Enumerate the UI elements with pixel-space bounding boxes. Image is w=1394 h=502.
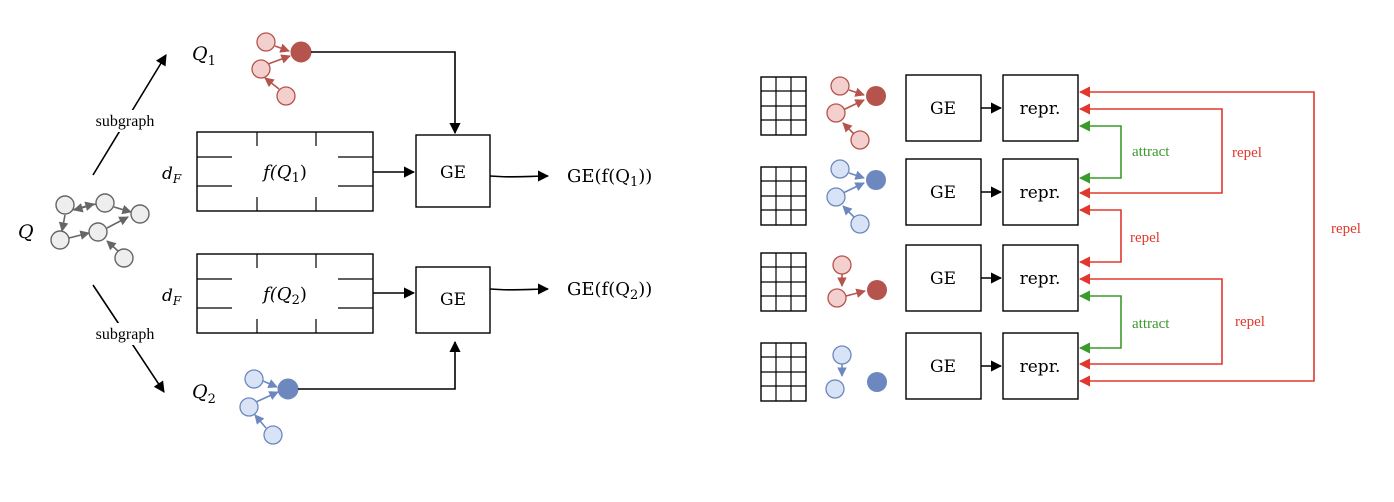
pipeline-row: GE repr. bbox=[905, 158, 1079, 226]
right-panel: GE repr. GE repr. GE repr. GE repr. bbox=[760, 74, 1361, 402]
pipeline-row: GE repr. bbox=[905, 244, 1079, 312]
attract-label-2: attract bbox=[1132, 316, 1170, 332]
attract-connector-2 bbox=[1078, 290, 1122, 354]
f-q2-label: f(Q2) bbox=[261, 284, 307, 308]
ge-label: GE bbox=[930, 183, 956, 203]
table-grid-icon bbox=[760, 252, 807, 312]
graph-node bbox=[114, 248, 134, 268]
graph-node bbox=[95, 193, 115, 213]
query-graph bbox=[50, 193, 150, 268]
graph-blue-1 bbox=[826, 159, 886, 234]
subgraph-label-top: subgraph bbox=[96, 113, 155, 130]
graph-node bbox=[50, 230, 70, 250]
ge-box-top bbox=[415, 134, 491, 208]
query-label: Q bbox=[18, 221, 34, 243]
q2-label: Q2 bbox=[192, 381, 216, 407]
graph-red-2 bbox=[827, 255, 887, 308]
f-q1-label: f(Q1) bbox=[261, 162, 307, 186]
ge-label: GE bbox=[930, 357, 956, 377]
attract-label-1: attract bbox=[1132, 144, 1170, 160]
q1-to-ge-arrow bbox=[311, 51, 461, 135]
left-panel: Q subgraph subgraph Q1 Q2 bbox=[18, 32, 652, 445]
repel-label-outer: repel bbox=[1331, 221, 1361, 237]
q1-graph bbox=[251, 32, 312, 106]
df-label-bottom: dF bbox=[162, 286, 182, 308]
feature-table-bottom: f(Q2) bbox=[196, 253, 374, 334]
table-grid-icon bbox=[760, 76, 807, 136]
feature-table-top: f(Q1) bbox=[196, 131, 374, 212]
subgraph-label-bottom: subgraph bbox=[96, 326, 155, 343]
ge-to-output-arrow-top bbox=[489, 170, 550, 182]
output-label-bottom: GE(f(Q2)) bbox=[567, 279, 652, 303]
graph-node bbox=[55, 195, 75, 215]
ge-label: GE bbox=[930, 269, 956, 289]
ge-label-bottom: GE bbox=[440, 290, 466, 310]
q1-label: Q1 bbox=[192, 43, 216, 69]
repr-label: repr. bbox=[1020, 183, 1061, 203]
repel-connector-2 bbox=[1078, 204, 1122, 268]
attract-connector-1 bbox=[1078, 120, 1122, 184]
ge-label: GE bbox=[930, 99, 956, 119]
q2-to-ge-arrow bbox=[298, 340, 461, 390]
graph-blue-2 bbox=[825, 345, 887, 399]
graph-node bbox=[130, 204, 150, 224]
repel-connector-outer bbox=[1078, 86, 1315, 387]
pipeline-row: GE repr. bbox=[905, 74, 1079, 142]
repel-connector-3 bbox=[1078, 273, 1223, 370]
output-label-top: GE(f(Q1)) bbox=[567, 166, 652, 190]
q2-graph bbox=[239, 369, 299, 445]
repr-label: repr. bbox=[1020, 269, 1061, 289]
table-grid-icon bbox=[760, 342, 807, 402]
ge-to-output-arrow-bottom bbox=[489, 283, 550, 295]
repr-label: repr. bbox=[1020, 357, 1061, 377]
table-grid-icon bbox=[760, 166, 807, 226]
repel-label-1: repel bbox=[1232, 145, 1262, 161]
repel-connector-1 bbox=[1078, 103, 1223, 199]
graph-node bbox=[88, 222, 108, 242]
repr-label: repr. bbox=[1020, 99, 1061, 119]
repel-label-2: repel bbox=[1130, 230, 1160, 246]
ge-label-top: GE bbox=[440, 163, 466, 183]
df-label-top: dF bbox=[162, 164, 182, 186]
repel-label-3: repel bbox=[1235, 314, 1265, 330]
pipeline-row: GE repr. bbox=[905, 332, 1079, 400]
graph-red-1 bbox=[826, 76, 886, 150]
ge-box-bottom bbox=[415, 266, 491, 334]
